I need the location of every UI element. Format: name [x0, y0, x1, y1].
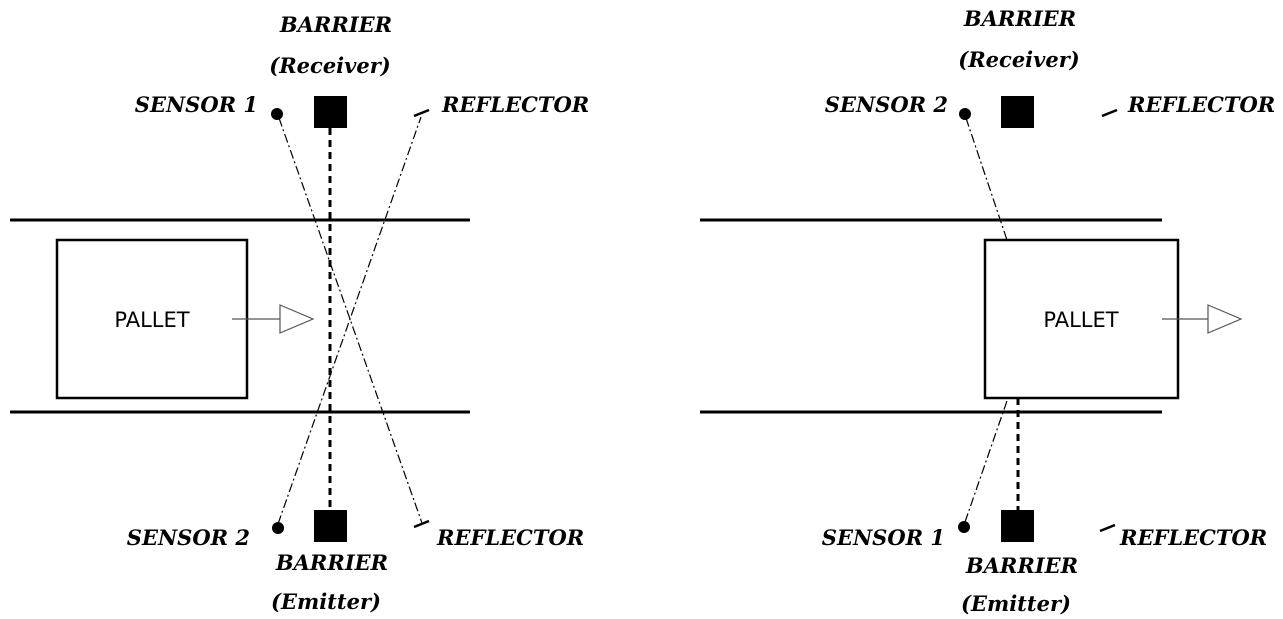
right-reflector-top-label: REFLECTOR	[1127, 92, 1275, 117]
left-reflector-top-label: REFLECTOR	[441, 92, 589, 117]
left-panel: PALLET BARRIER (Receiver) SENSOR 1 REFLE…	[10, 12, 589, 614]
right-sensor-bottom-label: SENSOR 1	[822, 525, 945, 550]
left-barrier-receiver-subtitle: (Receiver)	[269, 53, 390, 78]
right-barrier-receiver-title: BARRIER	[963, 6, 1076, 31]
left-reflector-bottom-label: REFLECTOR	[436, 525, 584, 550]
right-sensor1-dot	[958, 521, 970, 533]
left-sensor2-dot	[272, 522, 284, 534]
left-reflector-top-mark	[413, 108, 430, 118]
left-barrier-receiver-title: BARRIER	[279, 12, 392, 37]
right-sensor2-dot	[959, 108, 971, 120]
left-pallet-box	[55, 238, 249, 400]
right-barrier-emitter-subtitle: (Emitter)	[961, 591, 1071, 616]
left-reflector-bottom-mark	[413, 519, 430, 529]
right-barrier-emitter	[1001, 510, 1034, 542]
right-reflector-bottom-mark	[1099, 523, 1116, 533]
right-reflector-top-mark	[1101, 108, 1118, 118]
left-sensor1-dot	[271, 108, 283, 120]
left-sensor2-beam	[277, 116, 422, 525]
left-pallet-label: PALLET	[114, 308, 189, 332]
right-barrier-emitter-title: BARRIER	[965, 553, 1078, 578]
right-barrier-receiver-subtitle: (Receiver)	[958, 47, 1079, 72]
right-panel: PALLET BARRIER (Receiver) SENSOR 2 REFLE…	[700, 6, 1275, 616]
right-pallet-label: PALLET	[1043, 308, 1118, 332]
left-barrier-emitter-title: BARRIER	[275, 550, 388, 575]
right-sensor1-beam	[964, 397, 1009, 523]
left-barrier-emitter-subtitle: (Emitter)	[271, 589, 381, 614]
left-sensor-bottom-label: SENSOR 2	[127, 525, 250, 550]
left-sensor1-beam	[278, 117, 423, 524]
right-sensor2-beam	[965, 117, 1008, 241]
right-sensor-top-label: SENSOR 2	[825, 92, 948, 117]
left-pallet-arrow-head	[279, 304, 315, 334]
right-pallet-box	[983, 238, 1180, 400]
left-barrier-emitter	[314, 510, 347, 542]
left-barrier-receiver	[314, 96, 347, 128]
right-barrier-receiver	[1001, 96, 1034, 128]
left-sensor-top-label: SENSOR 1	[135, 92, 258, 117]
right-pallet-arrow-head	[1207, 304, 1243, 334]
right-reflector-bottom-label: REFLECTOR	[1119, 525, 1267, 550]
